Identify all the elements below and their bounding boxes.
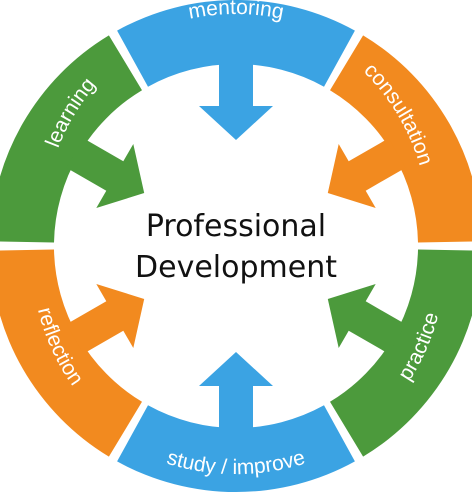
segment-learning — [0, 35, 142, 243]
segment-mentoring — [117, 0, 355, 87]
segment-label-mentoring: mentoring — [186, 0, 285, 24]
arrow-practice — [327, 284, 406, 354]
center-title-line1: Professional — [146, 209, 326, 244]
segment-practice — [330, 249, 472, 457]
arrow-study-improve — [199, 352, 273, 432]
arrow-learning — [66, 138, 145, 208]
segment-consultation — [330, 35, 472, 243]
arrow-mentoring — [199, 60, 273, 140]
segment-reflection — [0, 249, 142, 457]
center-title-line2: Development — [135, 250, 337, 285]
arrow-consultation — [327, 138, 406, 208]
segment-study-improve — [117, 405, 355, 493]
arrow-reflection — [66, 284, 145, 354]
